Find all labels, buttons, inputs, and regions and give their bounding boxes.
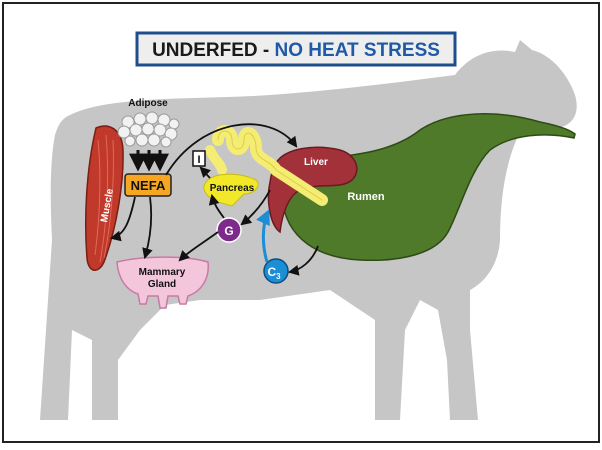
insulin-box: I (193, 151, 205, 166)
glucose-node: G (217, 218, 241, 242)
glucose-label: G (224, 224, 233, 238)
nefa-label: NEFA (131, 178, 166, 193)
liver-label: Liver (304, 157, 328, 168)
page-title: UNDERFED - NO HEAT STRESS (152, 40, 440, 61)
adipose-label: Adipose (128, 98, 168, 109)
rumen-label: Rumen (347, 191, 385, 203)
adipose-icon (118, 112, 179, 147)
mammary-label-line2: Gland (148, 279, 176, 290)
mammary-label-line1: Mammary (139, 267, 186, 278)
title-box: UNDERFED - NO HEAT STRESS (137, 33, 455, 65)
c3-node: C3 (264, 259, 288, 283)
insulin-label: I (197, 154, 200, 166)
nefa-box: NEFA (125, 174, 171, 196)
pancreas-label: Pancreas (210, 183, 255, 194)
